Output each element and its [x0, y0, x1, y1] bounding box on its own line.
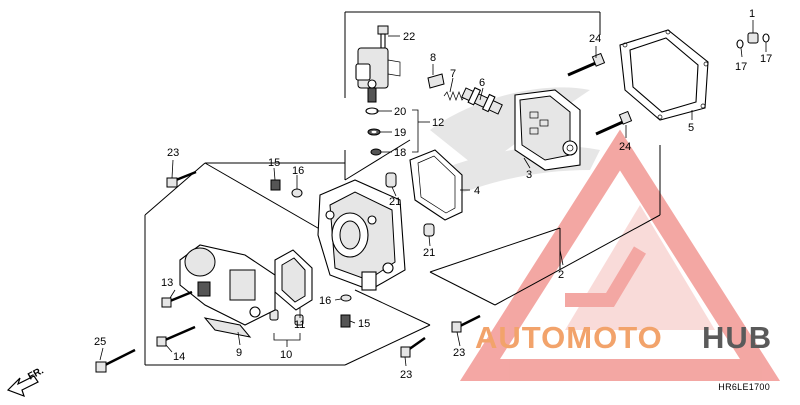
callout-13: 13: [161, 277, 173, 289]
bolt-23-left: [166, 170, 197, 188]
fitting-1: [747, 32, 759, 44]
spool-valve-6: [461, 87, 503, 115]
gasket-11: [274, 249, 313, 311]
bracket-9: [203, 317, 252, 338]
callout-21-upper: 21: [389, 196, 401, 208]
callout-20: 20: [394, 106, 406, 118]
clip-8: [427, 73, 445, 89]
callout-7: 7: [450, 68, 456, 80]
callout-numbers: 1 2 3 4 5 6 7 8 9 10 11 12 13 14 15 15 1…: [94, 8, 772, 381]
watermark-text-right: HUB: [702, 320, 772, 355]
diagram-code: HR6LE1700: [718, 382, 770, 392]
washer-16-upper: [291, 188, 303, 198]
bolt-22: [377, 25, 389, 49]
bolt-23-center: [400, 336, 426, 358]
solenoid-top: [355, 47, 401, 103]
spring-7: [443, 91, 466, 101]
bolt-15-lower: [340, 314, 351, 328]
washer-17-b: [762, 33, 770, 43]
bolt-25: [95, 348, 136, 373]
callout-12: 12: [432, 117, 444, 129]
callout-23-left: 23: [167, 147, 179, 159]
callout-19: 19: [394, 127, 406, 139]
valve-body-main: [317, 179, 406, 291]
callout-11: 11: [294, 319, 305, 331]
callout-3: 3: [526, 169, 532, 181]
callout-22: 22: [403, 31, 415, 43]
callout-8: 8: [430, 52, 436, 64]
cover-plate-3: [514, 89, 581, 171]
callout-4: 4: [474, 185, 480, 197]
bolt-15-upper: [270, 179, 281, 191]
linear-solenoid: [179, 244, 276, 326]
o-ring-18: [370, 148, 382, 156]
dowel-pin-10: [269, 309, 304, 326]
callout-6: 6: [479, 77, 485, 89]
bolt-23-right: [451, 314, 481, 333]
dowel-pin-21-upper: [385, 172, 397, 188]
callout-21-lower: 21: [423, 247, 435, 259]
callout-18: 18: [394, 147, 406, 159]
leader-lines: [99, 20, 767, 367]
gasket-4: [409, 149, 463, 221]
callout-16-upper: 16: [292, 165, 304, 177]
bolt-24-lower: [595, 110, 633, 136]
callout-24-upper: 24: [589, 33, 601, 45]
callout-15-upper: 15: [268, 157, 280, 169]
bolt-14: [156, 325, 196, 347]
callout-23-center: 23: [400, 369, 412, 381]
o-ring-19: [367, 128, 381, 136]
callout-5: 5: [688, 122, 694, 134]
watermark-text: AUTOMOTO HUB: [475, 320, 772, 355]
dowel-pin-21-lower: [423, 223, 435, 237]
callout-16-lower: 16: [319, 295, 331, 307]
callout-15-lower: 15: [358, 318, 370, 330]
callout-17-right: 17: [760, 53, 772, 65]
callout-9: 9: [236, 347, 242, 359]
callout-14: 14: [173, 351, 185, 363]
watermark-logo: [459, 129, 781, 381]
watermark-text-left: AUTOMOTO: [475, 320, 663, 355]
washer-16-lower: [340, 294, 352, 302]
callout-23-right: 23: [453, 347, 465, 359]
callout-1: 1: [749, 8, 755, 20]
washer-17-a: [736, 39, 744, 49]
front-label: FR.: [26, 365, 46, 382]
gasket-5: [619, 29, 709, 121]
callout-10: 10: [280, 349, 292, 361]
bolt-13: [161, 290, 193, 308]
callout-24-lower: 24: [619, 141, 631, 153]
front-direction-marker: FR.: [6, 365, 46, 398]
callout-25: 25: [94, 336, 106, 348]
callout-17-left: 17: [735, 61, 747, 73]
callout-2: 2: [558, 269, 564, 281]
bolt-24-upper: [567, 52, 606, 77]
